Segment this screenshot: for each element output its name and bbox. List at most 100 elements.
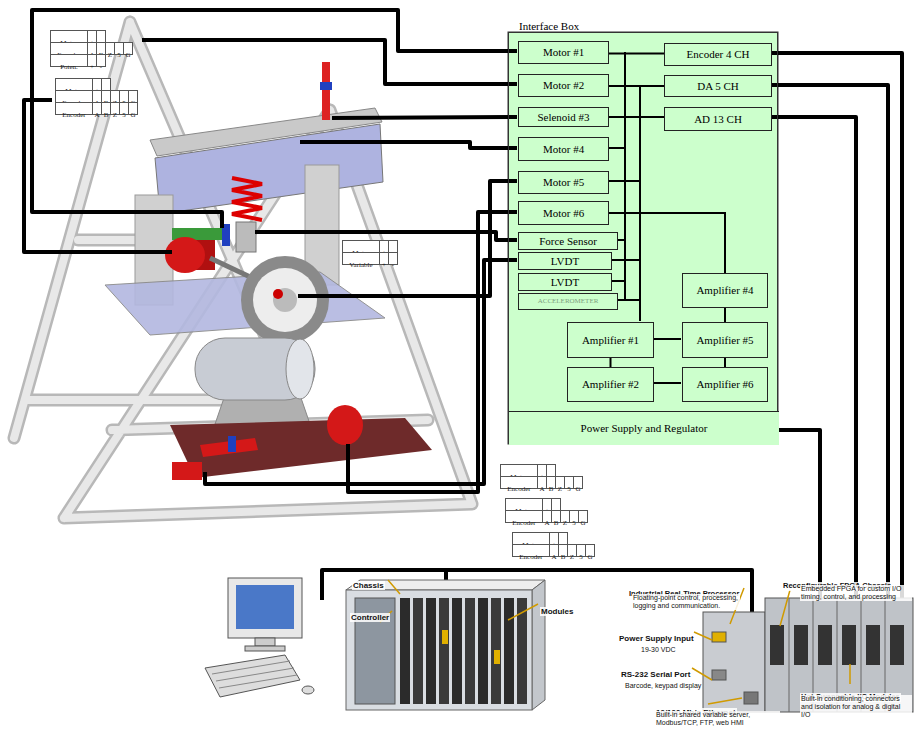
compactrio-part (712, 632, 726, 642)
computer-part (228, 578, 302, 638)
callout: 19-30 VDC (640, 638, 677, 656)
pxi-chassis-part (442, 630, 448, 644)
callout: Embedded FPGA for custom I/O timing, con… (800, 585, 912, 603)
cables-part (771, 117, 856, 600)
test-rig-parts-part (172, 462, 202, 480)
pin-name: G (580, 519, 585, 527)
pxi-chassis-part (491, 598, 501, 704)
computer-part (205, 655, 300, 697)
leader-lines-part (380, 580, 850, 704)
test-rig-parts-part (327, 405, 363, 445)
table-cell: G (573, 476, 583, 489)
compactrio-part (890, 625, 904, 665)
sensor-port: LVDT (518, 273, 612, 291)
callout: Modules (540, 600, 574, 618)
sensor-port: ACCELEROMETER (518, 293, 618, 310)
box-label: Amplifier #4 (696, 284, 753, 296)
cables-part (778, 430, 820, 600)
callout: Barcode, keypad display (624, 674, 702, 692)
signal-wire (609, 116, 664, 118)
pin-name: - (392, 261, 394, 269)
callout: Built-in conditioning, connectors and is… (800, 695, 912, 721)
cables-part (32, 10, 517, 228)
computer (205, 578, 314, 697)
compactrio-part (794, 625, 808, 665)
pin-name: - (100, 63, 102, 71)
callout-title: Power Supply Input (618, 634, 695, 643)
test-rig-parts-part (170, 418, 432, 478)
test-rig-parts-part (322, 62, 330, 120)
test-rig-parts-part (232, 178, 262, 220)
callout-note: Built-in shared variable server, Modbus/… (655, 711, 780, 727)
pin-name: 5 (117, 51, 121, 59)
callout-title: Chassis (352, 581, 385, 590)
computer-part (212, 661, 297, 688)
leader-lines (380, 580, 850, 704)
callout-title: Modules (540, 607, 574, 616)
compactrio-part (818, 625, 832, 665)
pin-name: Variable (349, 261, 372, 269)
box-label: LVDT (551, 255, 579, 267)
pin-name: + (90, 63, 94, 71)
signal-wire (609, 85, 664, 87)
table-cell: G (585, 544, 595, 557)
interface-box-ground-part (508, 32, 778, 444)
amplifier-box: Amplifier #4 (682, 273, 768, 308)
box-label: ACCELEROMETER (538, 298, 599, 306)
signal-wire (609, 213, 725, 273)
box-label: Motor #2 (543, 79, 584, 91)
compactrio-part (703, 612, 765, 712)
box-label: Amplifier #6 (696, 378, 753, 390)
pxi-chassis-part (465, 598, 475, 704)
callout-note: 19-30 VDC (640, 646, 677, 654)
callout-note: Barcode, keypad display (624, 682, 702, 690)
box-label: Motor #4 (543, 143, 584, 155)
sensor-port: Force Sensor (518, 232, 618, 250)
amplifier-box: Amplifier #5 (682, 322, 768, 358)
pxi-chassis (346, 580, 545, 710)
pin-name: G (130, 111, 135, 119)
callout: Built-in shared variable server, Modbus/… (655, 711, 780, 729)
test-rig-parts-part (195, 338, 315, 400)
pin-name: Encoder (62, 111, 85, 119)
test-rig-frame (14, 22, 472, 518)
test-rig-parts-part (320, 82, 332, 90)
table-cell: G (578, 510, 588, 523)
pin-name: Z (113, 111, 117, 119)
box-label: AD 13 CH (694, 113, 742, 125)
amplifier-box: Amplifier #2 (567, 367, 654, 402)
pin-name: B (554, 519, 559, 527)
box-label: Motor #5 (543, 176, 584, 188)
table-cell: Encoder (500, 476, 538, 489)
pin-name: G (125, 51, 130, 59)
compactrio-part (866, 625, 880, 665)
test-rig-parts-part (286, 339, 314, 399)
signal-wire (724, 358, 726, 367)
pin-name: A (551, 553, 556, 561)
pin-name: Encoder (519, 553, 542, 561)
motor-port: Motor #6 (518, 201, 609, 225)
pin-name: + (382, 261, 386, 269)
callout-note: Floating-point control, processing, logg… (632, 594, 740, 610)
callout-title: Controller (350, 613, 390, 622)
pin-name: 5 (122, 111, 126, 119)
box-title: Interface Box (519, 20, 579, 32)
pxi-chassis-part (413, 598, 423, 704)
pxi-chassis-part (504, 598, 514, 704)
box-label: DA 5 CH (697, 80, 739, 92)
pin-name: Encoder (507, 485, 530, 493)
callout: RS-232 Serial Port (620, 663, 691, 681)
pin-name: Poten. (60, 63, 78, 71)
signal-wire (610, 358, 612, 367)
table-cell: Poten. (50, 54, 88, 67)
pxi-chassis-part (400, 598, 410, 704)
pxi-chassis-part (426, 598, 436, 704)
signal-wire (609, 53, 664, 55)
amplifier-box: Amplifier #1 (567, 322, 654, 358)
box-label: LVDT (551, 276, 579, 288)
callout-note: Embedded FPGA for custom I/O timing, con… (800, 585, 912, 601)
table-cell: Encoder (512, 544, 550, 557)
table-cell: Variable (342, 252, 380, 265)
table-cell: G (123, 42, 133, 55)
table-cell: Encoder (505, 510, 543, 523)
